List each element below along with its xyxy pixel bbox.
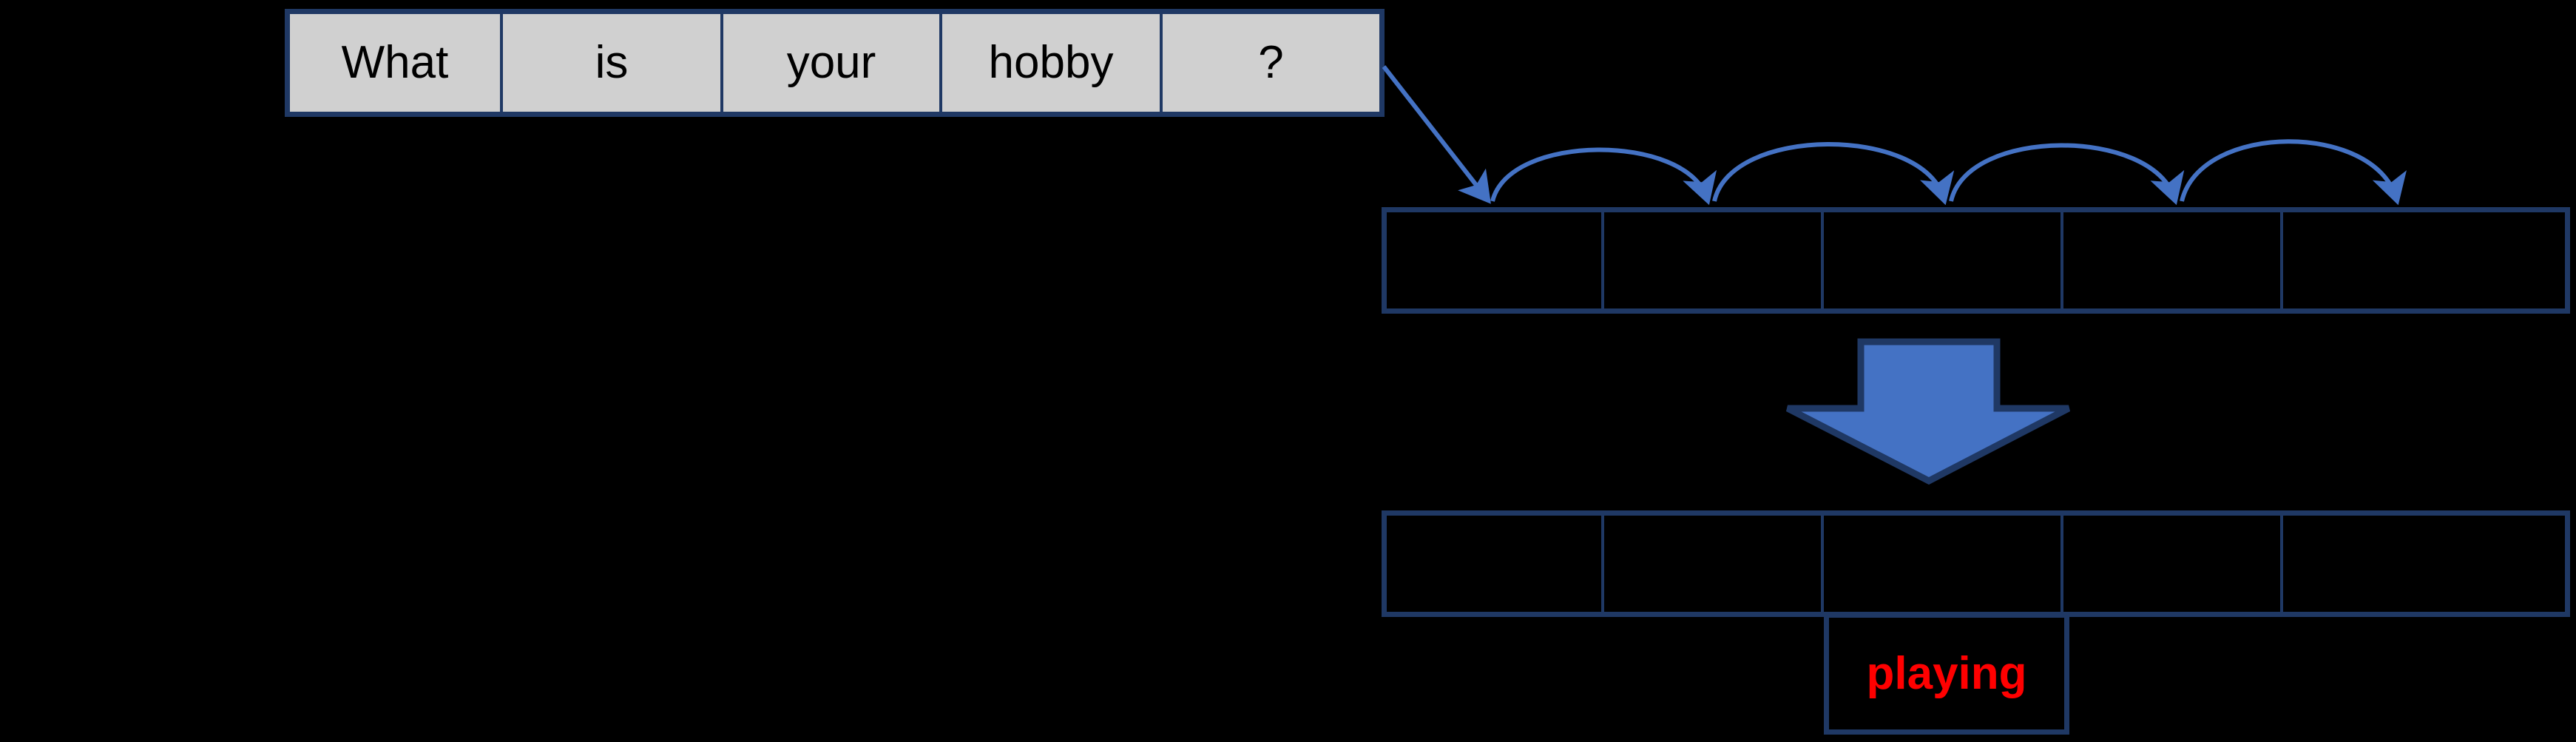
encoder-hidden-states (1382, 207, 2570, 314)
encoder-state-cell[interactable] (1604, 212, 1824, 308)
token-cell[interactable]: ? (1163, 14, 1379, 112)
token-label: is (595, 37, 629, 88)
predicted-token-cell[interactable]: playing (1824, 613, 2069, 735)
decoder-hidden-states (1382, 510, 2570, 617)
encoder-state-cell[interactable] (2283, 212, 2565, 308)
encoder-state-cell[interactable] (2063, 212, 2283, 308)
token-label: your (786, 37, 876, 88)
encoder-step-arc-4 (2180, 139, 2407, 206)
decoder-state-cell[interactable] (2063, 516, 2283, 612)
decoder-state-cell[interactable] (2283, 516, 2565, 612)
input-sentence-tokens: What is your hobby ? (285, 9, 1385, 117)
token-cell[interactable]: is (503, 14, 723, 112)
encoder-to-decoder-arrow (1785, 338, 2071, 485)
token-label: What (341, 37, 449, 88)
encoder-step-arc-1 (1490, 147, 1717, 206)
encoder-step-arc-2 (1712, 142, 1955, 206)
encoder-step-arc-3 (1949, 143, 2185, 206)
input-to-encoder-arrow (1382, 65, 1491, 204)
decoder-state-cell[interactable] (1604, 516, 1824, 612)
token-cell[interactable]: your (723, 14, 942, 112)
token-label: ? (1258, 37, 1284, 88)
decoder-state-cell[interactable] (1824, 516, 2063, 612)
predicted-token-label: playing (1866, 647, 2027, 699)
encoder-state-cell[interactable] (1824, 212, 2063, 308)
token-cell[interactable]: hobby (942, 14, 1163, 112)
encoder-state-cell[interactable] (1387, 212, 1604, 308)
decoder-state-cell[interactable] (1387, 516, 1604, 612)
token-cell[interactable]: What (290, 14, 503, 112)
token-label: hobby (988, 37, 1114, 88)
